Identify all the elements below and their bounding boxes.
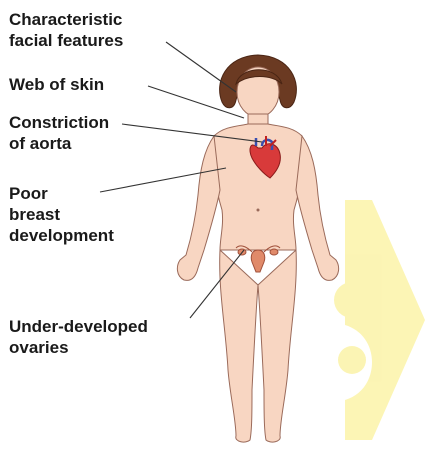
label-line: Web of skin <box>9 74 104 95</box>
label-line: breast <box>9 204 114 225</box>
watermark-shape <box>334 200 425 440</box>
label-characteristic-facial-features: Characteristic facial features <box>9 9 123 51</box>
label-line: Constriction <box>9 112 109 133</box>
right-arm <box>296 136 339 280</box>
label-line: Characteristic <box>9 9 123 30</box>
right-leg <box>258 250 296 442</box>
label-line: facial features <box>9 30 123 51</box>
label-under-developed-ovaries: Under-developed ovaries <box>9 316 148 358</box>
label-line: Under-developed <box>9 316 148 337</box>
label-line: development <box>9 225 114 246</box>
label-line: Poor <box>9 183 114 204</box>
female-figure <box>177 55 338 442</box>
label-constriction-of-aorta: Constriction of aorta <box>9 112 109 154</box>
left-leg <box>220 250 258 442</box>
left-arm <box>177 136 220 280</box>
label-line: of aorta <box>9 133 109 154</box>
label-web-of-skin: Web of skin <box>9 74 104 95</box>
label-line: ovaries <box>9 337 148 358</box>
torso <box>213 124 304 250</box>
leader-line-facial <box>166 42 236 92</box>
ovaries-icon <box>236 246 280 272</box>
label-poor-breast-development: Poor breast development <box>9 183 114 246</box>
